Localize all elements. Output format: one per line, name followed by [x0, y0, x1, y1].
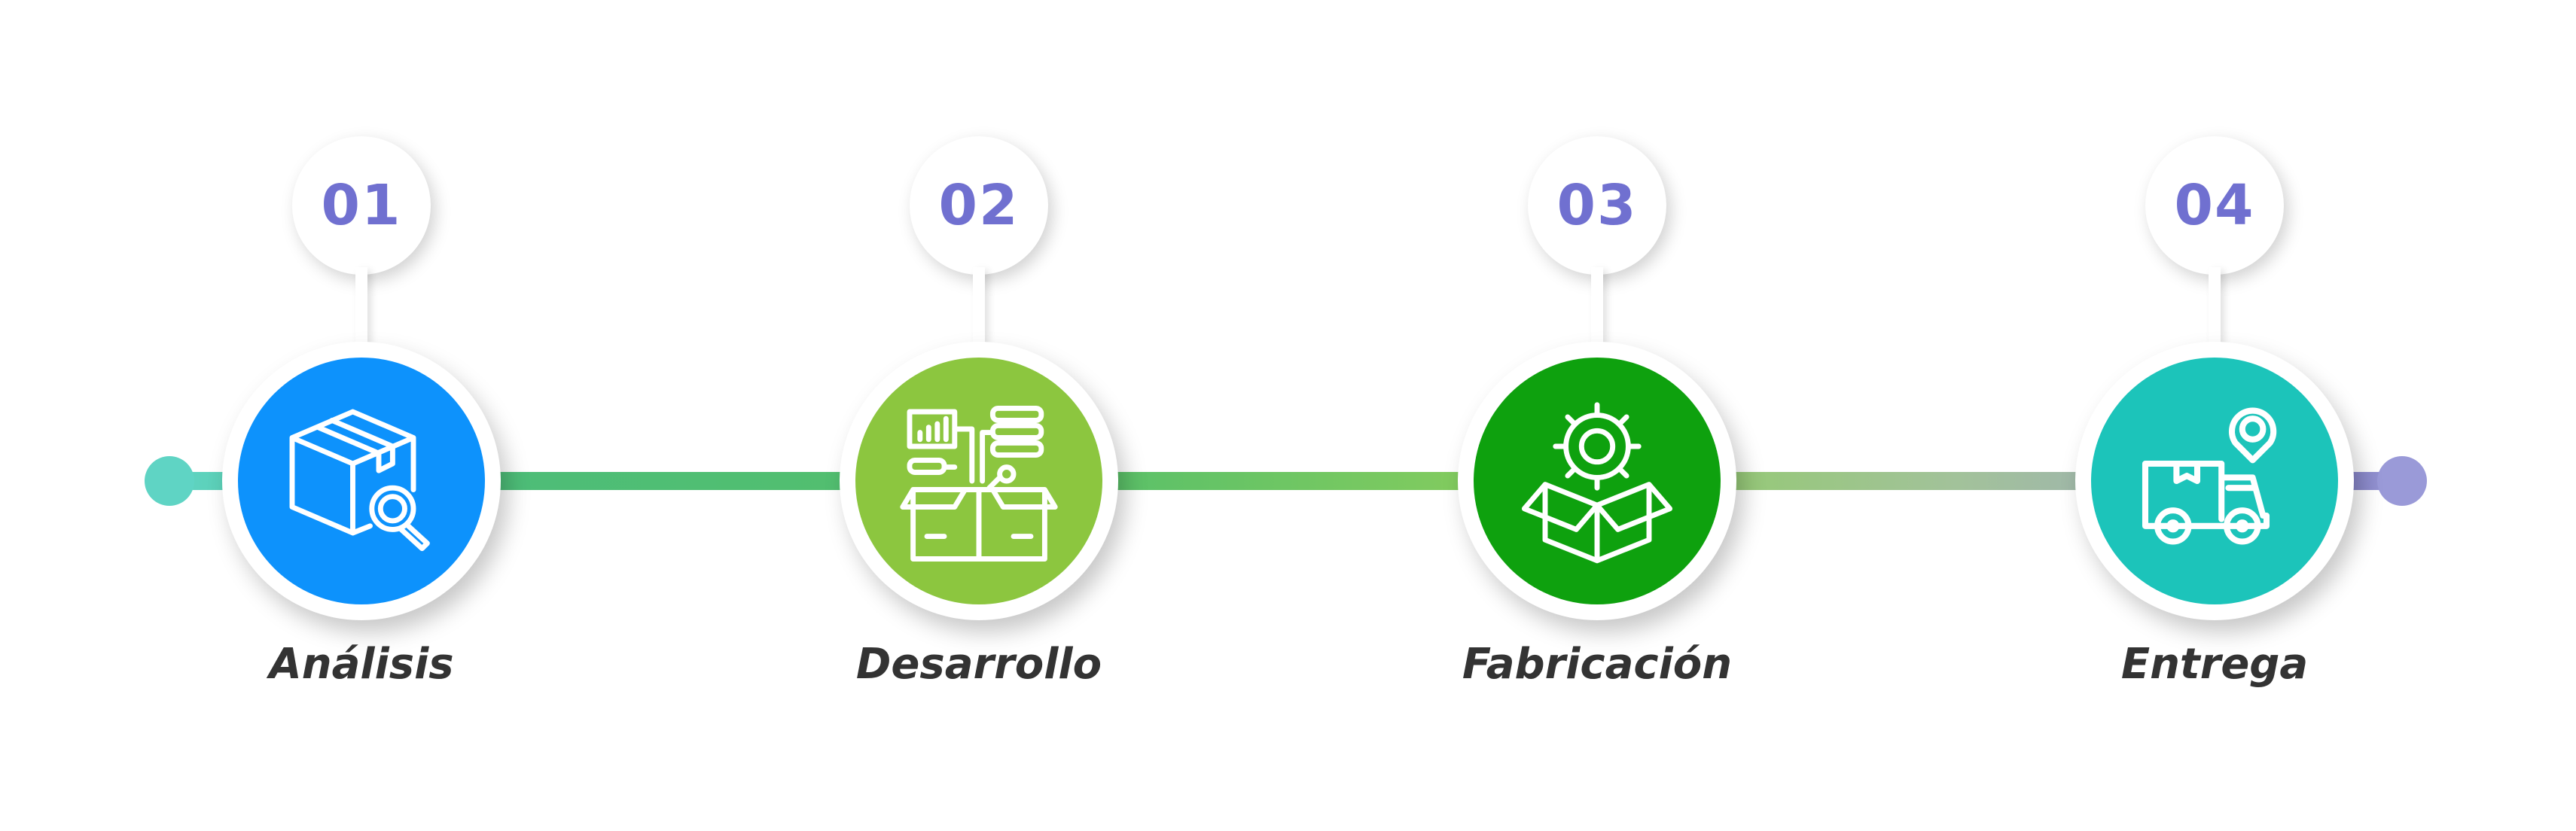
box-search-icon: [238, 358, 485, 604]
connector-stem: [973, 267, 985, 346]
step-desarrollo: 02 Desarrollo: [821, 0, 1137, 831]
step-number-badge: 04: [2145, 136, 2284, 275]
connector-stem: [355, 267, 367, 346]
connector-stem: [2209, 267, 2221, 346]
step-label: Entrega: [2120, 640, 2309, 689]
step-circle: [222, 342, 501, 620]
delivery-truck-icon: [2091, 358, 2338, 604]
step-circle: [1458, 342, 1736, 620]
box-development-icon: [855, 358, 1102, 604]
step-circle: [840, 342, 1118, 620]
step-number-badge: 03: [1528, 136, 1666, 275]
step-entrega: 04 Entrega: [2056, 0, 2373, 831]
step-fabricacion: 03 Fabricación: [1439, 0, 1755, 831]
timeline-end-dot: [2377, 456, 2427, 506]
step-analisis: 01 Análisis: [203, 0, 520, 831]
connector-stem: [1591, 267, 1603, 346]
step-number-badge: 02: [910, 136, 1048, 275]
step-label: Desarrollo: [855, 640, 1102, 689]
timeline-start-dot: [145, 456, 194, 506]
step-label: Análisis: [269, 640, 454, 689]
timeline-line: [169, 472, 2402, 490]
box-gear-icon: [1474, 358, 1721, 604]
step-label: Fabricación: [1462, 640, 1733, 689]
step-number-badge: 01: [292, 136, 431, 275]
step-circle: [2075, 342, 2354, 620]
